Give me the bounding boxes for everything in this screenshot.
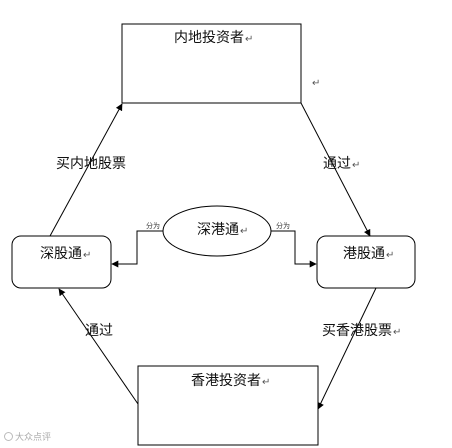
- hk-connect-text: 港股通: [343, 246, 385, 262]
- sz-connect-label: 深股通↵: [40, 246, 91, 264]
- split-label-right: 分为: [276, 222, 290, 230]
- return-mark: ↵: [386, 250, 395, 261]
- arrow-mainland-to-hkconnect: [300, 102, 371, 237]
- mainland-investor-box: [121, 23, 302, 104]
- arrow-sz-to-mainland: [49, 103, 123, 237]
- hk-investor-box: [137, 365, 319, 446]
- return-mark: ↵: [262, 377, 271, 388]
- center-label: 深港通↵: [197, 222, 248, 240]
- mainland-investor-label: 内地投资者↵: [174, 30, 253, 48]
- hk-investor-text: 香港投资者: [191, 373, 261, 389]
- edge-label-buy-mainland: 买内地股票: [56, 156, 126, 172]
- arrow-center-to-hkconnect: [271, 230, 317, 268]
- watermark-text: 大众点评: [15, 433, 52, 443]
- return-mark: ↵: [393, 327, 402, 338]
- center-text: 深港通: [197, 222, 239, 238]
- watermark: 大众点评: [4, 430, 51, 443]
- mainland-investor-text: 内地投资者: [174, 30, 244, 46]
- arrow-hkinvestor-to-sz: [58, 288, 139, 405]
- buy-hk-text: 买香港股票: [322, 323, 392, 339]
- arrow-center-to-sz: [111, 230, 163, 268]
- edge-label-buy-hk: 买香港股票↵: [322, 323, 401, 341]
- watermark-logo-icon: [4, 432, 13, 441]
- arrow-hkconnect-to-hkinvestor: [317, 287, 377, 410]
- return-mark: ↵: [352, 160, 361, 171]
- return-mark: ↵: [83, 250, 92, 261]
- stray-return-mark: ↵: [312, 78, 321, 89]
- return-mark: ↵: [240, 226, 249, 237]
- sz-connect-box: [11, 235, 112, 289]
- edge-label-pass-left: 通过: [85, 323, 113, 339]
- sz-connect-text: 深股通: [40, 246, 82, 262]
- edge-label-pass-right: 通过↵: [323, 156, 360, 174]
- hk-investor-label: 香港投资者↵: [191, 373, 270, 391]
- pass-right-text: 通过: [323, 156, 351, 172]
- split-label-left: 分为: [146, 222, 160, 230]
- hk-connect-label: 港股通↵: [343, 246, 394, 264]
- return-mark: ↵: [245, 34, 254, 45]
